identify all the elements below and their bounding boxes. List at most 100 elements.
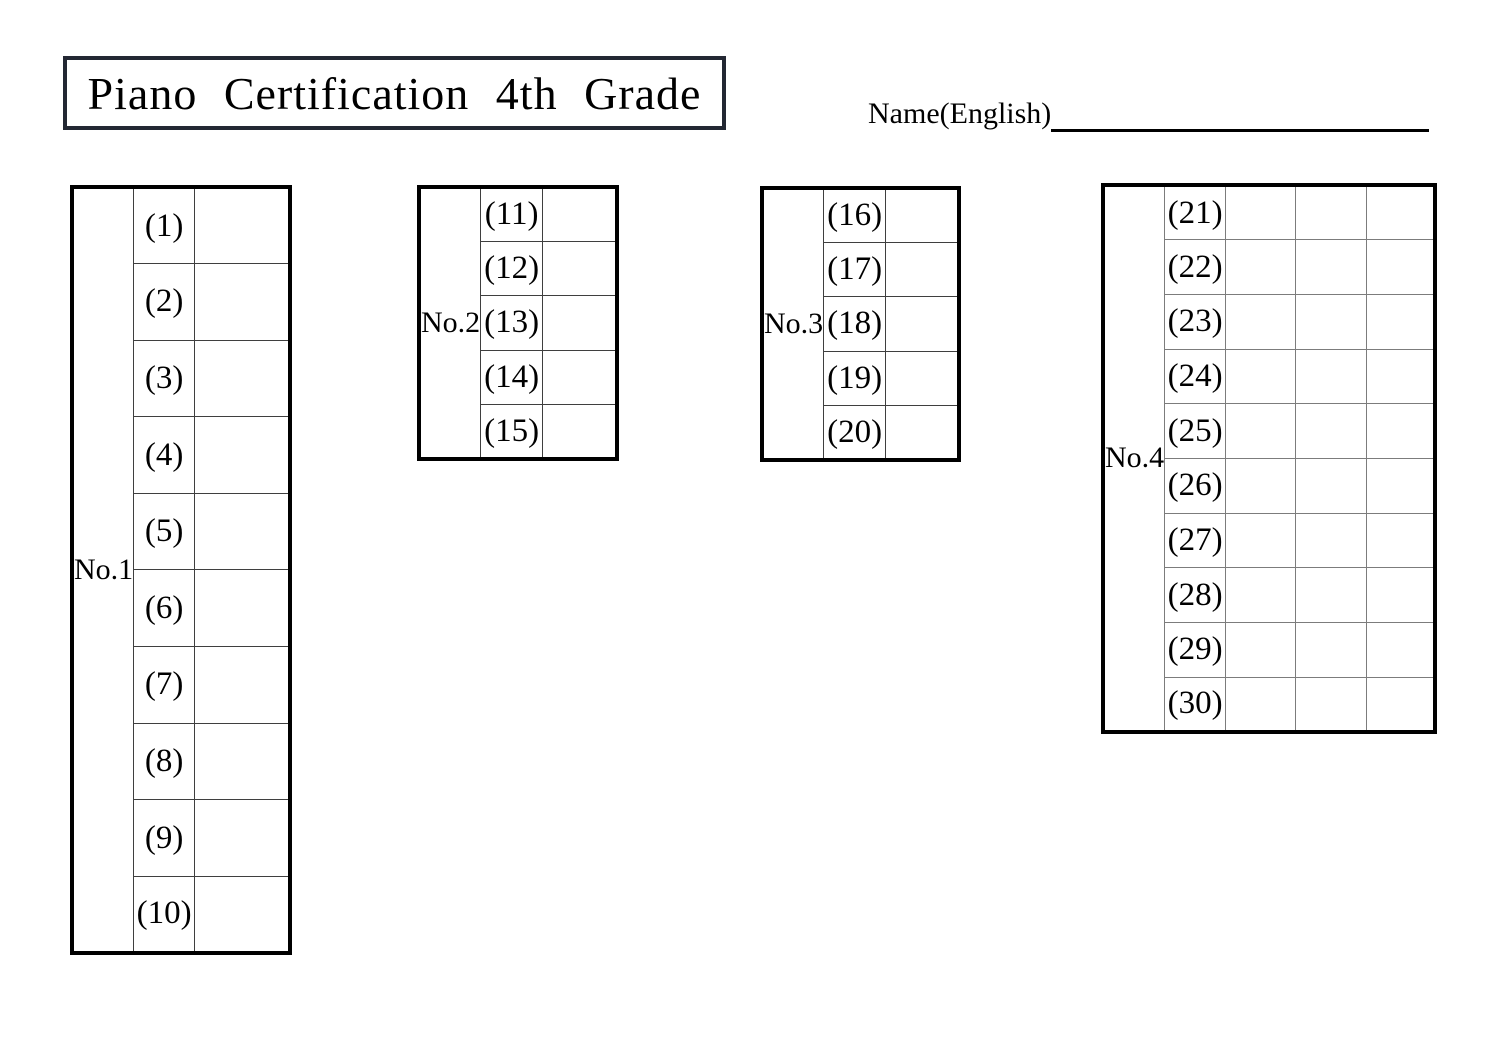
table-row: (22) bbox=[1103, 239, 1436, 295]
name-field: Name(English) bbox=[868, 96, 1430, 132]
answer-cell bbox=[542, 349, 618, 406]
table-row: (15) bbox=[419, 404, 618, 460]
question-number: (17) bbox=[823, 241, 887, 298]
answer-cell bbox=[1295, 457, 1368, 514]
question-number: (27) bbox=[1164, 512, 1227, 569]
answer-cell bbox=[1225, 293, 1297, 350]
question-number: (18) bbox=[823, 296, 887, 352]
table-row: (14) bbox=[419, 349, 618, 406]
answer-cell bbox=[1366, 293, 1436, 350]
table-label-no2: No.2 bbox=[418, 186, 482, 460]
answer-cell bbox=[542, 240, 618, 297]
answer-cell bbox=[1366, 184, 1436, 241]
table-row: No.4(21) bbox=[1102, 184, 1436, 733]
answer-cell bbox=[885, 405, 960, 461]
answer-cell bbox=[1295, 184, 1368, 241]
table-row: (8) bbox=[72, 722, 291, 801]
answer-cell bbox=[194, 799, 291, 877]
answer-cell bbox=[885, 241, 960, 298]
answer-cell bbox=[194, 186, 291, 265]
answer-cell bbox=[1225, 567, 1297, 623]
table-row: No.2(11) bbox=[418, 186, 618, 460]
answer-cell bbox=[194, 263, 291, 341]
question-number: (8) bbox=[133, 722, 196, 801]
answer-cell bbox=[194, 569, 291, 648]
answer-cell bbox=[1366, 676, 1436, 733]
answer-cell bbox=[885, 187, 960, 243]
table-row: (10) bbox=[72, 875, 291, 954]
question-number: (5) bbox=[133, 492, 196, 571]
table-row: No.1(1) bbox=[71, 186, 291, 954]
answer-cell bbox=[1295, 676, 1368, 733]
question-number: (13) bbox=[480, 295, 544, 351]
table-row: (12) bbox=[419, 240, 618, 297]
question-number: (29) bbox=[1164, 622, 1227, 678]
question-number: (11) bbox=[480, 186, 544, 242]
answer-cell bbox=[1295, 293, 1368, 350]
answer-cell bbox=[1295, 239, 1368, 295]
table-row: (5) bbox=[72, 492, 291, 571]
table-row: (6) bbox=[72, 569, 291, 648]
question-number: (26) bbox=[1164, 457, 1227, 514]
question-number: (3) bbox=[133, 339, 196, 418]
answer-cell bbox=[194, 646, 291, 724]
question-number: (23) bbox=[1164, 293, 1227, 350]
answer-cell bbox=[885, 296, 960, 352]
title-box: Piano Certification 4th Grade bbox=[63, 56, 726, 130]
question-number: (10) bbox=[133, 875, 196, 954]
table-row: (13) bbox=[419, 295, 618, 351]
table-row: (2) bbox=[72, 263, 291, 341]
answer-cell bbox=[194, 875, 291, 954]
answer-cell bbox=[1295, 403, 1368, 459]
question-number: (12) bbox=[480, 240, 544, 297]
question-number: (1) bbox=[133, 186, 196, 265]
table-row: (3) bbox=[72, 339, 291, 418]
answer-cell bbox=[1225, 239, 1297, 295]
answer-cell bbox=[1295, 512, 1368, 569]
question-number: (20) bbox=[823, 405, 887, 461]
answer-cell bbox=[1295, 567, 1368, 623]
table-row: (17) bbox=[762, 241, 960, 298]
answer-cell bbox=[1295, 622, 1368, 678]
answer-cell bbox=[1225, 622, 1297, 678]
question-number: (14) bbox=[480, 349, 544, 406]
answer-cell bbox=[1366, 622, 1436, 678]
question-number: (22) bbox=[1164, 239, 1227, 295]
question-number: (7) bbox=[133, 646, 196, 724]
answer-cell bbox=[1225, 348, 1297, 405]
answer-cell bbox=[1295, 348, 1368, 405]
table-row: (23) bbox=[1103, 293, 1436, 350]
question-number: (19) bbox=[823, 350, 887, 407]
answer-cell bbox=[1366, 567, 1436, 623]
answer-cell bbox=[1366, 457, 1436, 514]
answer-cell bbox=[1366, 348, 1436, 405]
table-row: (26) bbox=[1103, 457, 1436, 514]
answer-cell bbox=[542, 295, 618, 351]
answer-cell bbox=[1225, 403, 1297, 459]
answer-cell bbox=[885, 350, 960, 407]
table-label-no3: No.3 bbox=[761, 187, 825, 461]
answer-cell bbox=[1225, 184, 1297, 241]
answer-table-no3: No.3(16)(17)(18)(19)(20) bbox=[760, 186, 961, 462]
table-row: (24) bbox=[1103, 348, 1436, 405]
table-row: (29) bbox=[1103, 622, 1436, 678]
question-number: (25) bbox=[1164, 403, 1227, 459]
question-number: (15) bbox=[480, 404, 544, 460]
answer-cell bbox=[1366, 512, 1436, 569]
table-row: (4) bbox=[72, 416, 291, 494]
answer-cell bbox=[194, 416, 291, 494]
answer-cell bbox=[1225, 676, 1297, 733]
table-label-no4: No.4 bbox=[1102, 184, 1166, 733]
answer-cell bbox=[194, 492, 291, 571]
answer-cell bbox=[1225, 457, 1297, 514]
question-number: (6) bbox=[133, 569, 196, 648]
question-number: (21) bbox=[1164, 184, 1227, 241]
answer-cell bbox=[1225, 512, 1297, 569]
question-number: (4) bbox=[133, 416, 196, 494]
question-number: (2) bbox=[133, 263, 196, 341]
table-row: (7) bbox=[72, 646, 291, 724]
table-row: (9) bbox=[72, 799, 291, 877]
answer-cell bbox=[542, 404, 618, 460]
answer-cell bbox=[1366, 239, 1436, 295]
answer-cell bbox=[542, 186, 618, 242]
